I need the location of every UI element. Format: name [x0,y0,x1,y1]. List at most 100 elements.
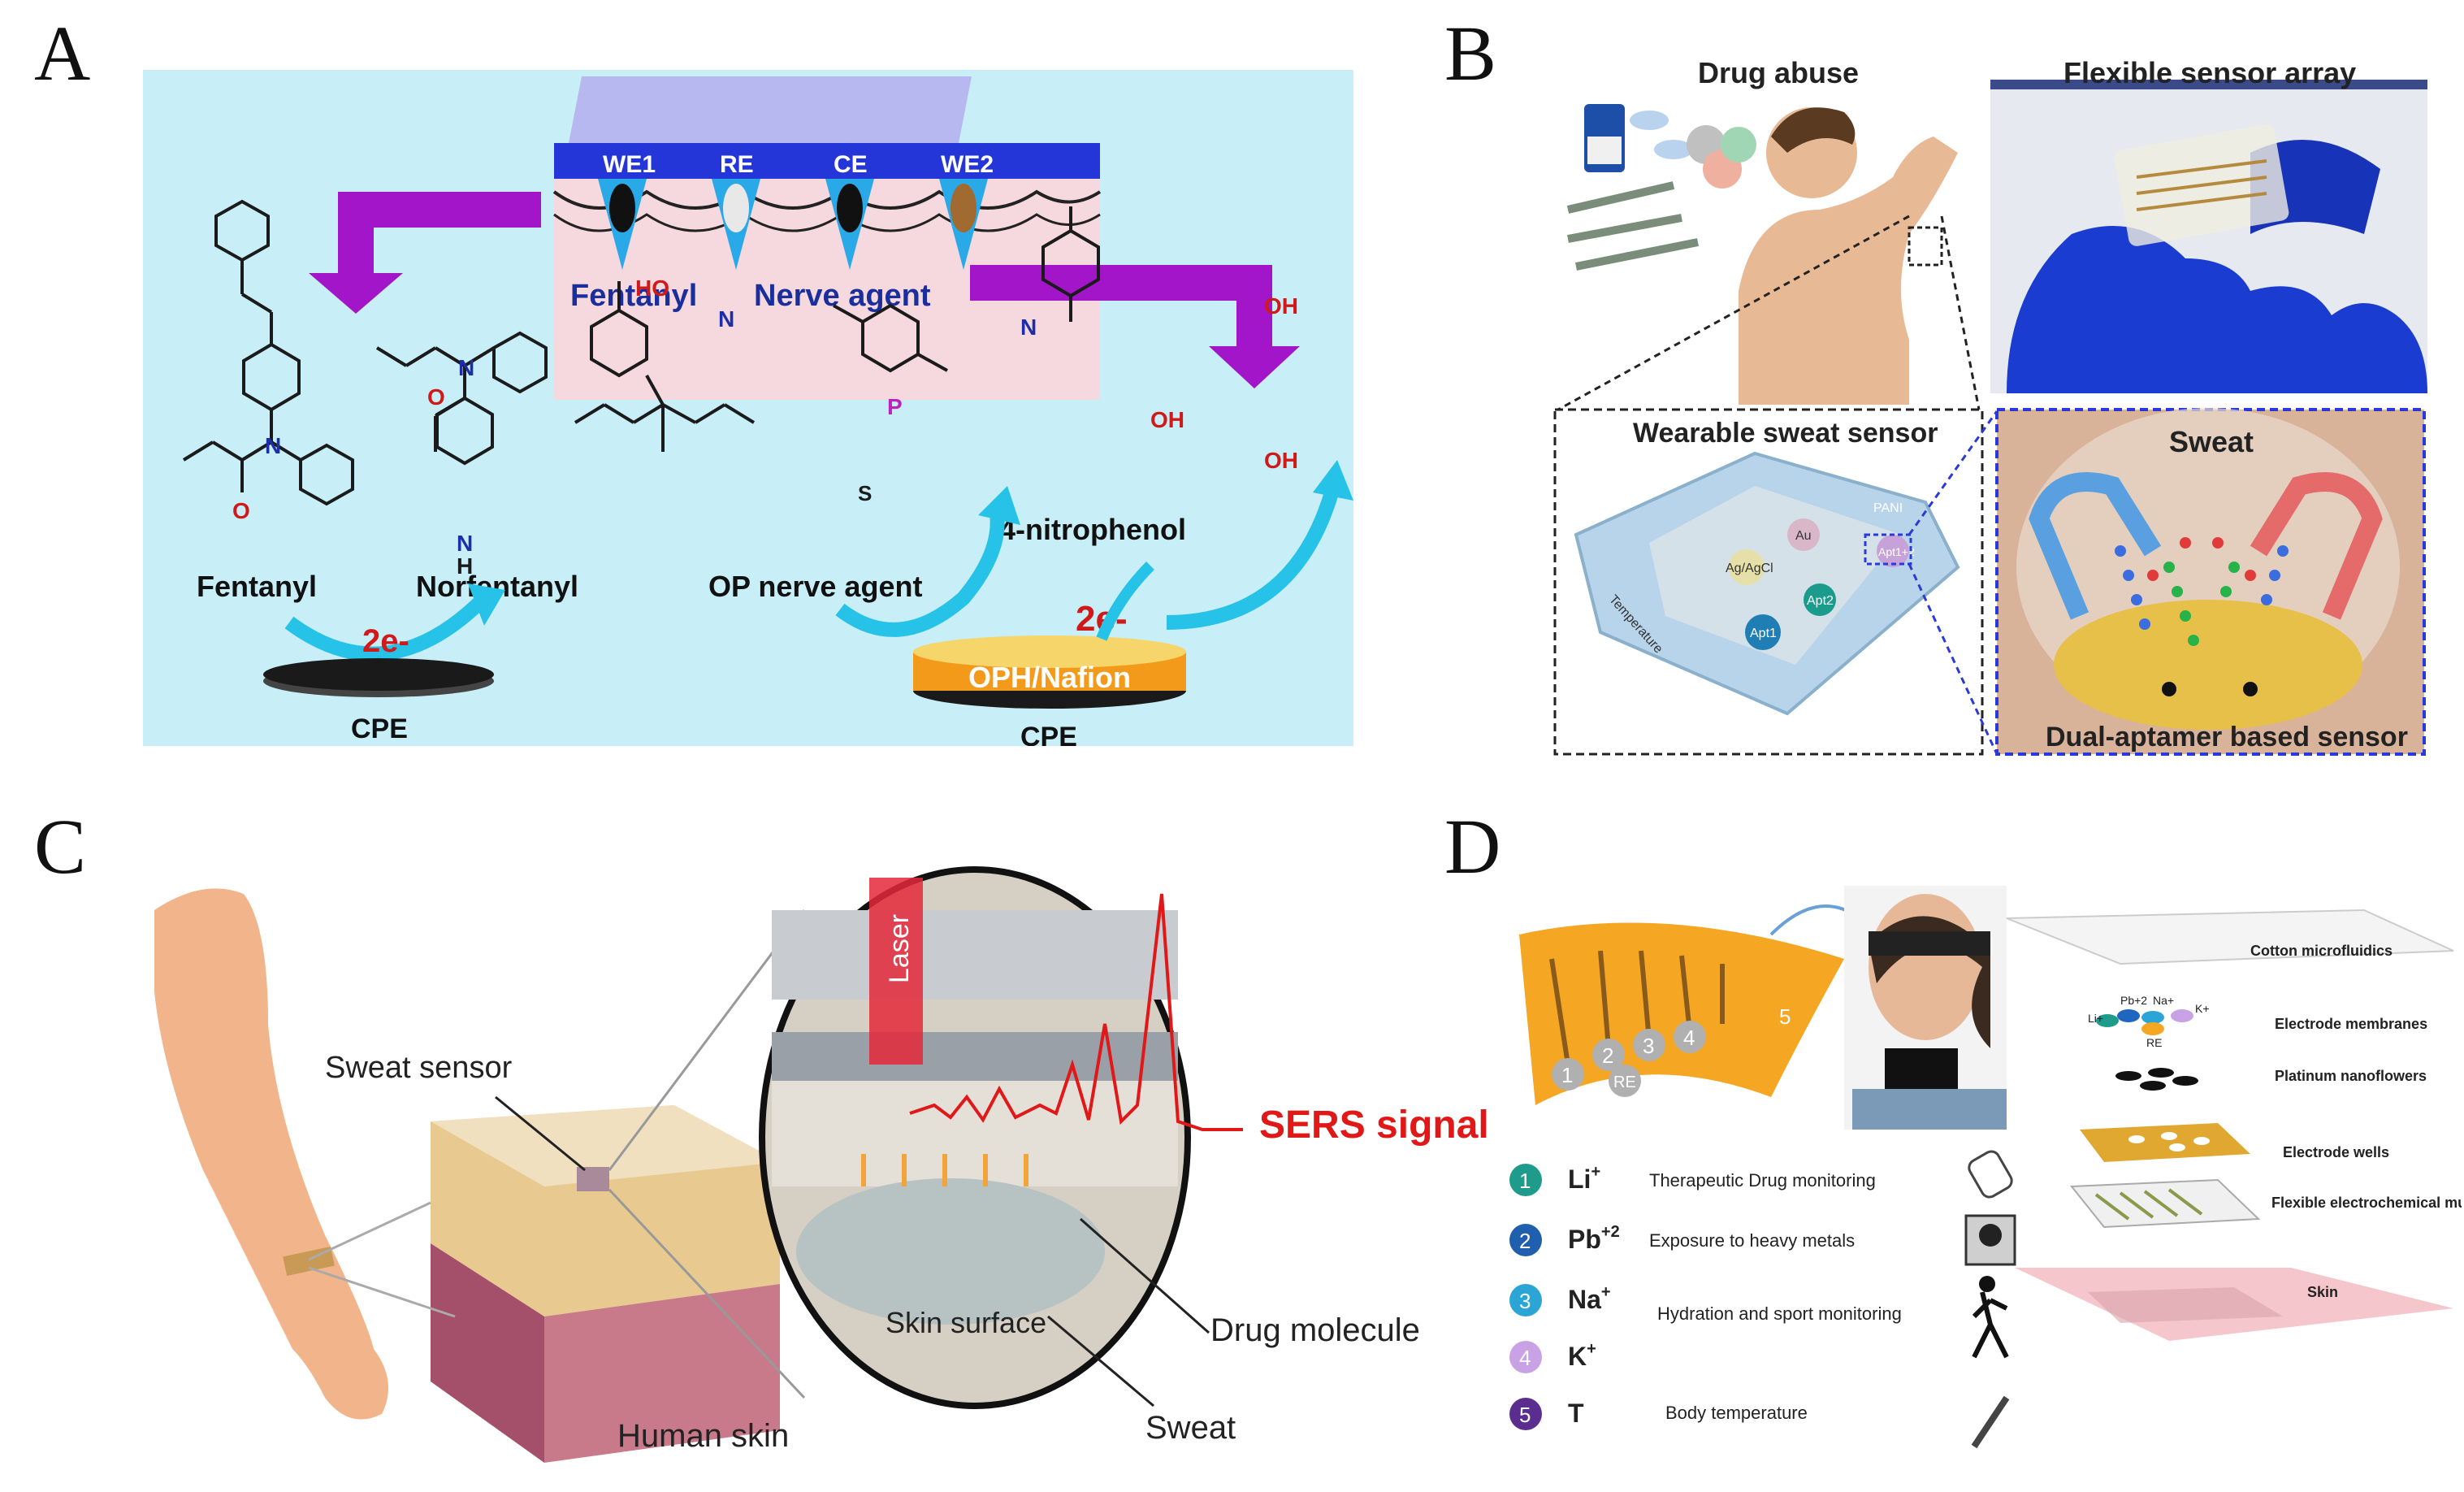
purple-arrow-left [309,192,541,314]
label-sweat-sensor: Sweat sensor [325,1051,513,1085]
label-sweat-c: Sweat [1145,1410,1236,1446]
atom-oh-3: OH [1264,448,1298,473]
electrode-we2: WE2 [941,151,994,178]
atom-ho: HO [635,275,669,301]
svg-text:2: 2 [1519,1229,1531,1253]
curved-arrow-hq [1166,482,1341,630]
atom-n-5: N [1020,314,1037,340]
legend-desc-5: Body temperature [1665,1403,1808,1423]
legend-row-4: 4 K+ [1509,1340,1596,1373]
legend-row-1: 1 Li+ Therapeutic Drug monitoring [1509,1150,2013,1199]
electrode-num-5: 5 [1779,1004,1791,1029]
target-nerve-agent: Nerve agent [754,279,931,313]
label-dual-aptamer: Dual-aptamer based sensor [2046,722,2408,753]
membrane-pb: Pb+2 [2120,994,2147,1007]
membrane-na: Na+ [2153,994,2174,1007]
chip-apt2: Apt2 [1807,594,1834,608]
electrode-ce: CE [834,151,868,178]
cpe-right-label: CPE [1020,722,1077,746]
chip-apt12: Apt1+2 [1878,545,1915,558]
atom-s: S [858,481,872,505]
membrane-k: K+ [2195,1002,2210,1015]
electrode-re: RE [720,151,754,178]
panel-c-diagram: Sweat sensor Human skin Laser Skin surfa… [154,866,1487,1463]
person-figure [1739,137,1958,405]
legend-ion-3: Na+ [1568,1283,1611,1314]
legend-ion-5: T [1568,1399,1584,1428]
target-fentanyl: Fentanyl [570,279,697,313]
sers-spectrum [909,893,1243,1131]
atom-o-2: O [427,384,445,410]
electrode-re-label: RE [1613,1073,1636,1091]
layer-wells: Electrode wells [2283,1144,2389,1160]
arm [154,888,388,1420]
legend-desc-2: Exposure to heavy metals [1649,1230,1855,1251]
label-fentanyl: Fentanyl [197,570,317,603]
label-human-skin: Human skin [617,1418,789,1454]
chip-au: Au [1795,529,1812,543]
electrode-num-4: 4 [1683,1026,1695,1050]
panel-b-diagram: Drug abuse Flexible sensor array Wearabl… [1552,56,2427,756]
svg-text:4: 4 [1519,1346,1531,1370]
electrode-num-2: 2 [1602,1043,1613,1068]
label-drug-molecule: Drug molecule [1210,1312,1420,1348]
legend-row-5: 5 T Body temperature [1509,1395,2010,1449]
layer-skin: Skin [2307,1284,2338,1300]
svg-text:3: 3 [1519,1289,1531,1313]
label-sweat-b: Sweat [2169,425,2254,458]
legend-desc-1: Therapeutic Drug monitoring [1649,1170,1876,1191]
panel-a-letter: A [34,10,91,97]
curved-arrow-left [284,592,490,661]
panel-c-letter: C [34,803,87,890]
legend-ion-4: K+ [1568,1340,1596,1371]
atom-oh-1: OH [1150,407,1184,432]
curved-arrow-op [835,507,1005,637]
atom-h-1: H [457,553,473,579]
electrode-num-3: 3 [1643,1034,1654,1058]
electrons-left: 2e- [362,623,409,659]
legend-ion-2: Pb+2 [1568,1223,1620,1254]
chip-ag: Ag/AgCl [1726,562,1773,575]
membrane-li: Li+ [2088,1012,2103,1025]
layer-nanoflowers: Platinum nanoflowers [2275,1068,2427,1084]
legend-desc-3: Hydration and sport monitoring [1657,1303,1902,1324]
label-op-agent: OP nerve agent [708,570,922,603]
enzyme-layer-label: OPH/Nafion [968,661,1131,694]
chip-pani: PANI [1873,501,1903,515]
layer-platform: Flexible electrochemical multi-sensing p… [2271,1195,2462,1211]
legend-row-2: 2 Pb+2 Exposure to heavy metals [1509,1214,2016,1266]
svg-text:1: 1 [1519,1169,1531,1193]
label-sers-signal: SERS signal [1259,1104,1487,1147]
legend-row-3: 3 Na+ Hydration and sport monitoring [1509,1276,2009,1359]
atom-oh-2: OH [1264,293,1298,319]
label-4-nitrophenol: 4-nitrophenol [999,513,1186,546]
chip-apt1: Apt1 [1750,627,1777,640]
layer-cotton: Cotton microfluidics [2250,943,2393,959]
purple-arrow-right [970,265,1300,388]
blue-arrow-b [2029,472,2162,620]
curved-arrow-back [1096,562,1154,641]
red-arrow-b [2250,472,2383,620]
atom-n-3: N [457,531,473,556]
panel-b-letter: B [1444,10,1497,97]
panel-d-letter: D [1444,803,1501,890]
label-skin-surface: Skin surface [886,1306,1046,1339]
layer-membranes: Electrode membranes [2275,1016,2427,1032]
membrane-re: RE [2146,1036,2162,1049]
electrode-we1: WE1 [603,151,656,178]
atom-n-4: N [718,306,734,332]
atom-n-1: N [265,433,281,458]
label-wearable-sweat-sensor: Wearable sweat sensor [1633,418,1938,449]
atom-p: P [887,394,903,419]
atom-n-2: N [458,355,474,380]
svg-text:5: 5 [1519,1403,1531,1427]
panel-d-diagram: 1 2 3 4 5 RE 1 Li+ Therapeutic Drug moni… [1509,886,2462,1449]
atom-o-1: O [232,498,250,523]
label-laser: Laser [884,914,915,983]
label-flexible-sensor-array: Flexible sensor array [2063,56,2356,89]
panel-a-diagram: WE1 RE CE WE2 Fentanyl Nerve agent [182,76,1353,746]
legend-ion-1: Li+ [1568,1163,1600,1194]
label-drug-abuse: Drug abuse [1698,56,1859,89]
cpe-left-label: CPE [351,713,408,744]
blue-glove [2007,226,2427,393]
